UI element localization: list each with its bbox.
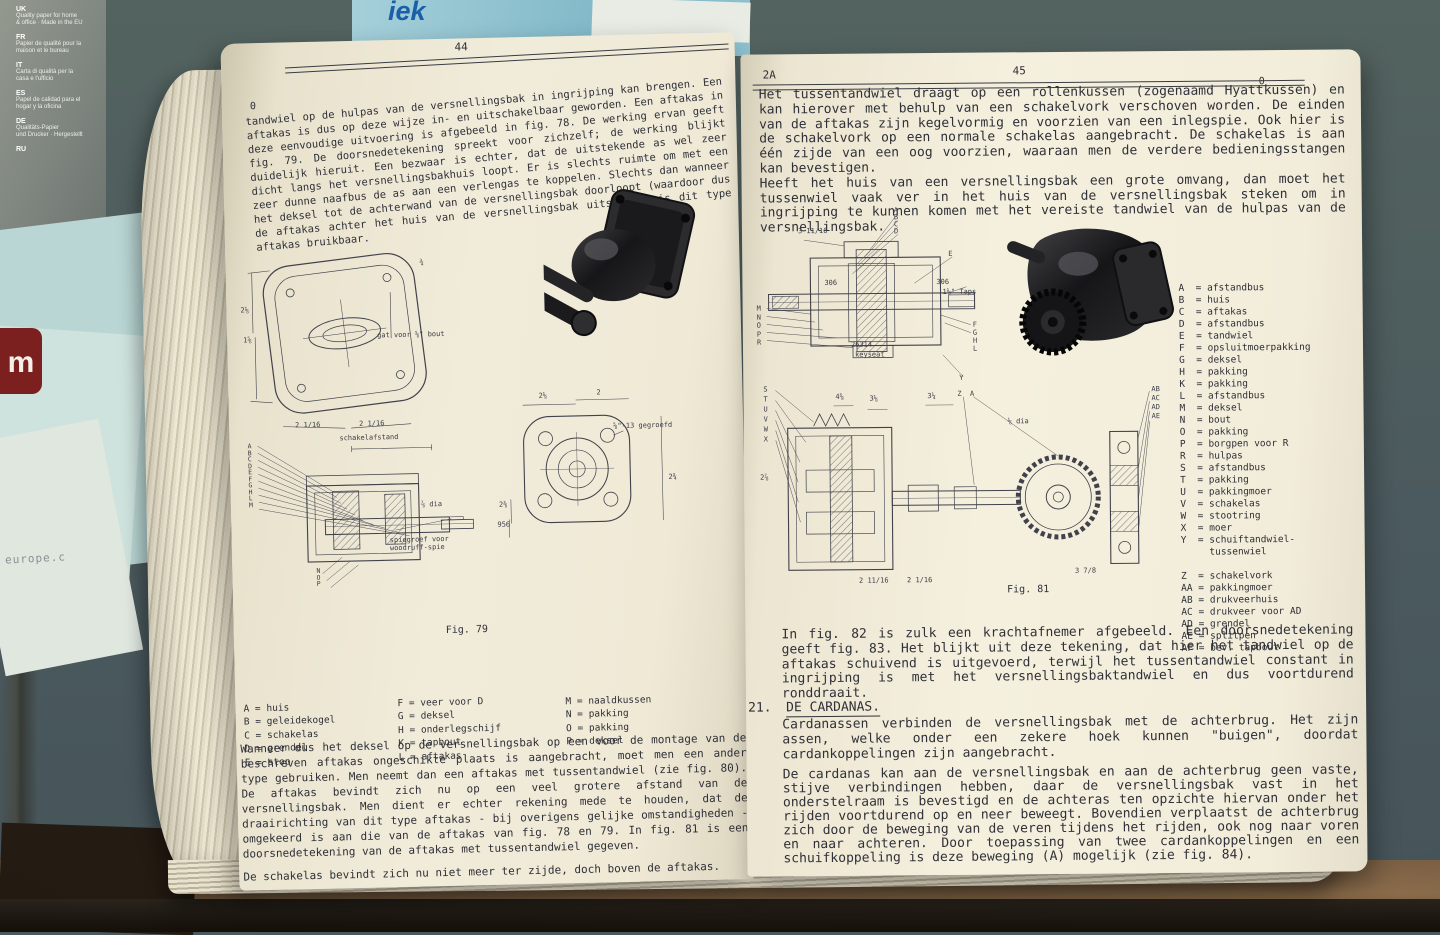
parts-list-entry: H = onderlegschijf bbox=[398, 721, 501, 737]
fig-note: 1⅛" Taps bbox=[942, 289, 976, 296]
pto-with-gear-photo bbox=[1000, 211, 1179, 371]
figure-caption-79: Fig. 79 bbox=[446, 624, 488, 636]
right-page: 2A 45 0 Het tussentandwiel draagt op een… bbox=[740, 49, 1367, 876]
callout-letters: N O P bbox=[316, 568, 320, 588]
parts-list-entry: AC = drukveer voor AD bbox=[1181, 606, 1313, 619]
num-label: 26314 bbox=[851, 342, 872, 349]
left-page: 44 0 tandwiel op de hulpas van de versne… bbox=[220, 32, 753, 890]
dim-label: 2 1/16 bbox=[907, 577, 932, 584]
partial-logo: m bbox=[0, 328, 42, 394]
paper-box-language-row: ES Papel de calidad para el hogar y la o… bbox=[16, 90, 102, 111]
paper-box-language-row: UK Quality paper for home & office · Mad… bbox=[16, 6, 102, 27]
num-sublabel: keyseat bbox=[855, 351, 885, 358]
fig-note: ⅝"-13 gegroefd bbox=[613, 422, 672, 430]
parts-list-entry: F = opsluitmoerpakking bbox=[1179, 342, 1311, 355]
dim-label: 2¾ bbox=[668, 474, 677, 481]
fig82-pto-photo bbox=[1000, 211, 1179, 371]
fig79-end-view: 2⅛ 2 ⅝"-13 gegroefd 2⅜ 956 2¾ bbox=[494, 385, 703, 570]
fig78-pto-photo bbox=[542, 179, 704, 355]
page-number-right: 45 bbox=[1013, 64, 1026, 77]
dim-label: 3⅛ bbox=[869, 396, 877, 403]
dim-label: 1⅝ bbox=[243, 337, 252, 344]
page-number-left: 44 bbox=[454, 40, 468, 53]
dim-label: ⅛ dia bbox=[1008, 418, 1029, 425]
callout-letters: F G H L bbox=[973, 321, 977, 353]
pto-cross-section-line-art bbox=[235, 422, 479, 615]
dim-label: 956 bbox=[497, 521, 510, 528]
right-mid-paragraph: In fig. 82 is zulk een krachtafnemer afg… bbox=[781, 623, 1354, 702]
aftakas-assembly-line-art bbox=[757, 379, 1177, 611]
pto-unit-photo bbox=[542, 179, 704, 355]
dim-label: 2⅛ bbox=[538, 393, 547, 400]
dim-label: 3¼ bbox=[927, 393, 935, 400]
header-rule-left bbox=[285, 43, 729, 73]
parts-list-entry: B = huis bbox=[1179, 294, 1311, 307]
cardanas-paragraph-1: Cardanassen verbinden de versnellingsbak… bbox=[782, 713, 1358, 762]
dim-label: 2⅞ bbox=[760, 474, 768, 481]
callout-letter: E bbox=[948, 251, 952, 258]
language-code: UK bbox=[16, 6, 102, 13]
dim-label: 2⅜ bbox=[499, 502, 508, 509]
language-code: RU bbox=[16, 146, 102, 153]
num-label: 306 bbox=[936, 279, 949, 286]
cardanas-paragraph-2: De cardanas kan aan de versnellingsbak e… bbox=[783, 763, 1360, 866]
language-code: IT bbox=[16, 62, 102, 69]
dim-label: 3 7/8 bbox=[1075, 568, 1096, 575]
paper-box-language-row: DE Qualitäts-Papier und Drucker · Herges… bbox=[16, 118, 102, 139]
callout-letters: S T U V W X bbox=[763, 384, 768, 444]
fig81-assembly-drawing: S T U V W X 4⅝ 3⅛ 3¼ Z A AB AC AD AE ⅛ d… bbox=[757, 379, 1177, 611]
left-bottom-paragraph: Wanneer dus het deksel op de versnelling… bbox=[240, 730, 749, 861]
dim-label: 2 11/16 bbox=[859, 577, 889, 584]
num-label: 306 bbox=[824, 280, 837, 287]
parts-list-entry: Y = schuiftandwiel- bbox=[1181, 534, 1313, 547]
fig-note: schakelafstand bbox=[339, 434, 398, 442]
parts-list-entry: M = naaldkussen bbox=[565, 693, 651, 708]
language-code: DE bbox=[16, 118, 102, 125]
paper-box-language-row: IT Carta di qualità per la casa e l'uffi… bbox=[16, 62, 102, 83]
margin-mark-left: 0 bbox=[250, 101, 256, 112]
cover-fragment-text: iek bbox=[388, 0, 426, 27]
callout-letters: M N O P R bbox=[757, 305, 762, 348]
dim-label: ¾ bbox=[419, 259, 423, 266]
section-title: DE CARDANAS. bbox=[786, 700, 880, 718]
callout-letters: AB AC AD AE bbox=[1151, 385, 1160, 421]
fig79-cross-section: schakelafstand A B C D E F G H L M N O P… bbox=[235, 422, 479, 615]
header-mark-left: 2A bbox=[763, 68, 776, 81]
dim-label: 2⅛ bbox=[240, 307, 249, 314]
paper-ream-box: UK Quality paper for home & office · Mad… bbox=[0, 0, 106, 240]
fig-note: spiegroef voor woodruff-spie bbox=[390, 535, 449, 552]
callout-letters: A B C D bbox=[894, 207, 898, 235]
tussentandwiel-cross-section bbox=[752, 205, 992, 399]
dim-label: 2 bbox=[596, 389, 600, 396]
floor-dark-strip bbox=[0, 899, 1440, 932]
parts-list-entry: B = geleidekogel bbox=[244, 714, 336, 730]
fig79-cover-plate: ¾ 2⅛ 1⅝ gat voor ⅝" bout 2 1/16 2 1/16 bbox=[239, 239, 458, 436]
dim-label: 3 11/16 bbox=[798, 228, 828, 235]
callout-letters: Z A bbox=[957, 391, 974, 398]
fig81-cross-section: A B C D E 3 11/16 306 306 26314 keyseat … bbox=[752, 205, 992, 399]
section-number: 21. bbox=[748, 700, 772, 715]
paper-box-language-row: FR Papier de qualité pour la maison et l… bbox=[16, 34, 102, 55]
dim-label: ⅞ dia bbox=[421, 501, 442, 508]
paper-box-language-row: RU bbox=[16, 146, 102, 153]
parts-list-entry: A = afstandbus bbox=[1178, 282, 1310, 295]
language-code: ES bbox=[16, 90, 102, 97]
dim-label: 4⅝ bbox=[835, 394, 843, 401]
language-code: FR bbox=[16, 34, 102, 41]
left-bottom-paragraph-2: De schakelas bevindt zich nu niet meer t… bbox=[243, 858, 749, 884]
figure-caption-81: Fig. 81 bbox=[1007, 584, 1049, 595]
